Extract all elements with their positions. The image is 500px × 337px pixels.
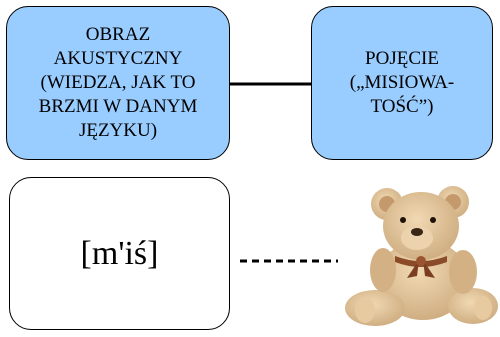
phonetic-transcription-label: [m'iś] — [80, 234, 159, 272]
acoustic-image-box: OBRAZ AKUSTYCZNY (WIEDZA, JAK TO BRZMI W… — [6, 6, 230, 160]
concept-box: POJĘCIE („MISIOWA- TOŚĆ”) — [311, 6, 493, 160]
concept-label: POJĘCIE („MISIOWA- TOŚĆ”) — [349, 48, 455, 117]
acoustic-image-label: OBRAZ AKUSTYCZNY (WIEDZA, JAK TO BRZMI W… — [38, 24, 198, 141]
phonetic-transcription-box: [m'iś] — [9, 177, 230, 330]
teddy-bear-image — [345, 186, 498, 326]
